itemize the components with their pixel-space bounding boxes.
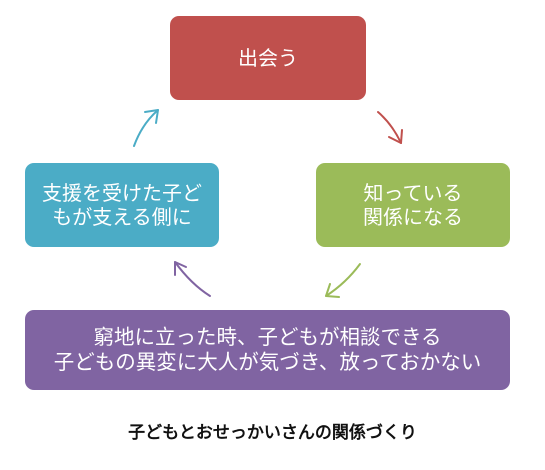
node-support-line: もが支える側に (52, 205, 192, 229)
node-bottom-line: 窮地に立った時、子どもが相談できる (93, 325, 442, 349)
node-support: 支援を受けた子ど もが支える側に (25, 163, 219, 247)
node-know-line: 関係になる (363, 205, 463, 229)
node-support-line: 支援を受けた子ど (42, 180, 202, 205)
arrow-bottom-to-support (174, 261, 211, 297)
node-bottom-line: 子どもの異変に大人が気づき、放っておかない (53, 350, 482, 374)
arrow-know-to-bottom (325, 263, 361, 298)
node-know-line: 知っている (363, 180, 463, 205)
node-meet: 出会う (170, 16, 366, 100)
diagram-caption: 子どもとおせっかいさんの関係づくり (128, 423, 417, 443)
node-know: 知っている 関係になる (316, 163, 510, 247)
node-meet-line: 出会う (238, 45, 298, 70)
arrow-support-to-meet (133, 109, 159, 147)
arrow-meet-to-know (377, 111, 403, 144)
node-bottom: 窮地に立った時、子どもが相談できる 子どもの異変に大人が気づき、放っておかない (25, 310, 510, 390)
